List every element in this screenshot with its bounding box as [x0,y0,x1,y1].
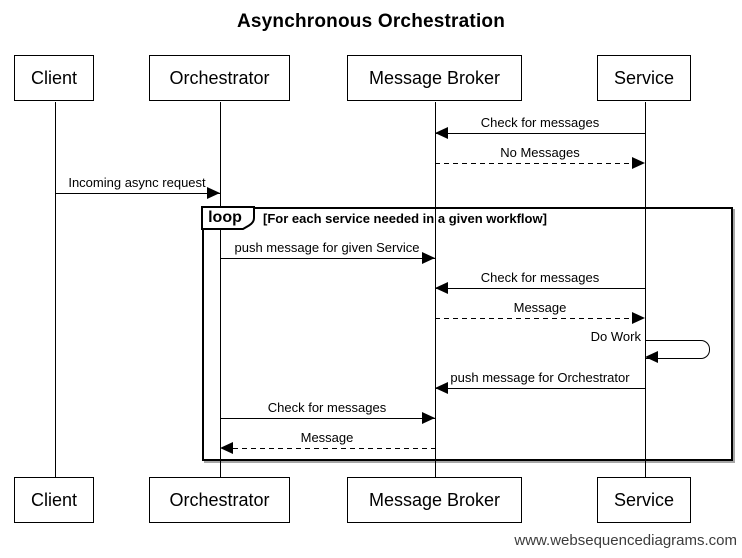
participant-box-service-bottom: Service [597,477,691,523]
message-line [435,288,645,289]
participant-box-message-broker-top: Message Broker [347,55,522,101]
participant-label: Client [30,67,78,88]
lifeline-orchestrator [220,102,221,477]
arrowhead-right-icon [422,412,435,424]
participant-label: Message Broker [368,489,501,510]
lifeline-service [645,102,646,477]
arrowhead-right-icon [632,157,645,169]
message-label: Message [300,430,354,445]
participant-box-message-broker-bottom: Message Broker [347,477,522,523]
participant-box-orchestrator-top: Orchestrator [149,55,290,101]
arrowhead-right-icon [422,252,435,264]
message-line [233,448,435,449]
arrowhead-left-icon [435,282,448,294]
loop-frame [202,207,733,461]
message-line [435,133,645,134]
participant-label: Service [613,489,675,510]
message-label: Do Work [590,329,641,344]
arrowhead-right-icon [632,312,645,324]
arrowhead-left-icon [435,382,448,394]
message-label: Incoming async request [68,175,206,190]
arrowhead-left-icon [220,442,233,454]
loop-label-shape [201,206,255,230]
message-label: push message for Orchestrator [450,370,630,385]
participant-box-service-top: Service [597,55,691,101]
participant-label: Client [30,489,78,510]
lifeline-client [55,102,56,477]
message-label: Check for messages [480,270,600,285]
participant-label: Orchestrator [169,67,270,88]
participant-label: Message Broker [368,67,501,88]
participant-label: Orchestrator [169,489,270,510]
message-label: Check for messages [480,115,600,130]
participant-box-client-bottom: Client [14,477,94,523]
message-label: push message for given Service [234,240,420,255]
arrowhead-left-icon [645,351,658,363]
self-message-loop [645,340,710,359]
diagram-title: Asynchronous Orchestration [236,11,506,32]
arrowhead-right-icon [207,187,220,199]
message-line [220,258,435,259]
participant-box-client-top: Client [14,55,94,101]
message-label: No Messages [500,145,580,160]
message-line [55,193,220,194]
message-line [435,163,632,164]
message-label: Check for messages [267,400,387,415]
loop-condition: [For each service needed in a given work… [263,211,547,226]
message-line [435,388,645,389]
loop-label: loop [208,209,242,226]
participant-box-orchestrator-bottom: Orchestrator [149,477,290,523]
message-line [220,418,435,419]
participant-label: Service [613,67,675,88]
watermark: www.websequencediagrams.com [514,532,737,549]
arrowhead-left-icon [435,127,448,139]
message-label: Message [513,300,567,315]
message-line [435,318,632,319]
